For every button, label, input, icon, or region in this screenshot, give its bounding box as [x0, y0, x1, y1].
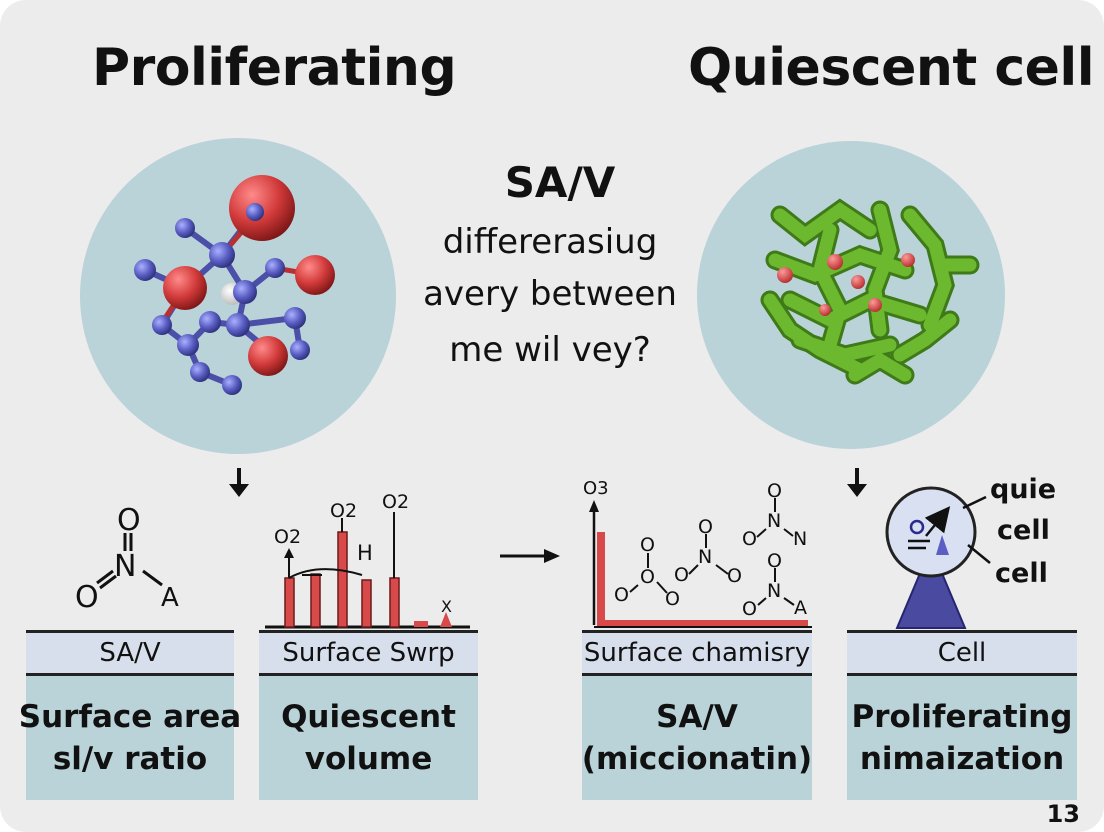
panel-header: Cell	[847, 630, 1077, 676]
panel-body-line: Quiescent	[281, 699, 456, 735]
panel-body-line: nimaization	[859, 741, 1065, 777]
molecule-label: O	[767, 480, 782, 502]
quiescent-protein-model	[760, 198, 980, 385]
panel-body-line: SA/V	[656, 699, 738, 735]
center-heading: SA/V	[504, 158, 616, 207]
panel-header: SA/V	[26, 630, 234, 676]
bar-label: O2	[382, 491, 410, 513]
bar-graphic	[265, 512, 470, 629]
bar-label: H	[357, 541, 373, 565]
molecule-label: A	[794, 597, 807, 619]
down-arrow-icon	[847, 468, 867, 497]
molecule-label: O	[614, 584, 629, 606]
center-text-line: avery between	[423, 274, 677, 314]
panel-body-line: sl/v ratio	[52, 741, 208, 777]
panel-sa-v: SA/V Surface area sl/v ratio	[19, 630, 241, 800]
panel-body-line: Surface area	[18, 699, 242, 735]
molecule-label: O	[640, 566, 655, 588]
panel-body-line: volume	[304, 741, 433, 777]
panel-body-line: (miccionatin)	[581, 741, 813, 777]
callout-label: cell	[995, 558, 1048, 589]
o3-plot	[589, 500, 812, 628]
title-quiescent: Quiescent cell	[688, 38, 1095, 98]
structure-label: O	[75, 580, 99, 615]
panel-body: Surface area sl/v ratio	[19, 676, 241, 800]
molecule-label: N	[698, 546, 713, 568]
o3-label: O3	[583, 478, 609, 499]
panel-surface-swrp: Surface Swrp Quiescent volume	[259, 630, 478, 800]
structure-label: O	[117, 503, 141, 538]
panel-cell: Cell Proliferating nimaization	[847, 630, 1077, 800]
molecule-label: N	[767, 510, 782, 532]
molecule-label: O	[767, 550, 782, 572]
center-text-line: differerasiug	[442, 222, 658, 262]
panel-body: Quiescent volume	[259, 676, 478, 800]
structure-label: A	[161, 583, 179, 613]
panel-body-line: Proliferating	[851, 699, 1073, 735]
molecule-label: O	[727, 565, 742, 587]
molecule-label: O	[698, 516, 713, 538]
molecule-label: O	[665, 588, 680, 610]
molecule-bonds	[629, 498, 795, 606]
quiescent-cell-circle	[697, 141, 1005, 449]
molecule-label: N	[793, 528, 808, 550]
panel-body: SA/V (miccionatin)	[582, 676, 812, 800]
callout-label: quie	[990, 474, 1057, 505]
title-proliferating: Proliferating	[92, 38, 457, 98]
panel-header: Surface chamisry	[582, 630, 812, 676]
molecule-label: O	[674, 564, 689, 586]
molecule-label: O	[742, 528, 757, 550]
molecule-label: O	[640, 534, 655, 556]
right-arrow-icon	[500, 549, 560, 563]
panel-body: Proliferating nimaization	[847, 676, 1077, 800]
callout-label: cell	[997, 515, 1050, 546]
bar-label: X	[441, 597, 452, 616]
bar-label: O2	[274, 526, 302, 548]
bar-label: O2	[330, 500, 358, 522]
microscope-cell-icon	[885, 486, 991, 629]
panel-header: Surface Swrp	[259, 630, 478, 676]
molecule-label: N	[767, 580, 782, 602]
structure-label: N	[114, 549, 137, 584]
molecule-label: O	[742, 598, 757, 620]
structure-bonds	[96, 533, 163, 590]
proliferating-molecule-model	[134, 175, 335, 395]
page-number: 13	[1046, 800, 1080, 828]
center-text-line: me wil vey?	[449, 330, 651, 370]
panel-surface-chamisry: Surface chamisry SA/V (miccionatin)	[582, 630, 812, 800]
down-arrow-icon	[229, 468, 249, 497]
